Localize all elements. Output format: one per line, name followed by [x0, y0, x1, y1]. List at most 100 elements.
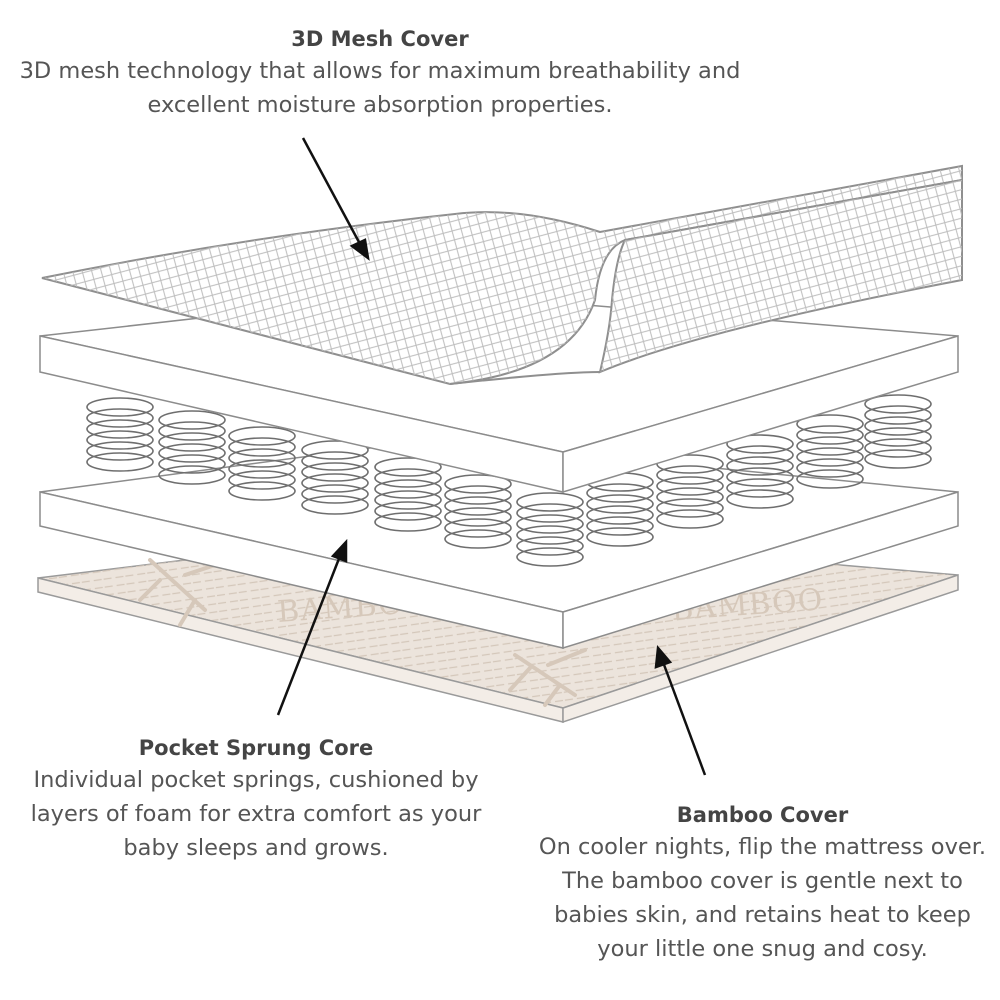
spring-turn [374, 501, 442, 521]
mesh-cover-layer [41, 164, 963, 386]
spring-turn [726, 478, 794, 498]
bamboo-arrow-line [661, 661, 707, 776]
callout-arrows [276, 137, 707, 776]
bamboo-leaf-icon [138, 558, 587, 707]
pocket-sprung-core-callout: Pocket Sprung Core Individual pocket spr… [6, 733, 506, 865]
spring-turn [516, 514, 584, 534]
spring-turn [374, 457, 442, 477]
pocket-sprung-core-title: Pocket Sprung Core [138, 736, 374, 760]
spring-turn [586, 505, 654, 525]
spring-turn [158, 454, 226, 474]
spring-turn [228, 459, 296, 479]
spring-turn [444, 529, 512, 549]
spring-turn [444, 507, 512, 527]
mesh-cover-desc-line2: excellent moisture absorption properties… [147, 92, 613, 118]
spring-coil [444, 474, 512, 549]
pocket-sprung-core-desc-line1: Individual pocket springs, cushioned by [33, 767, 479, 793]
spring-coil [864, 394, 932, 469]
spring-turn [301, 451, 369, 471]
spring-turn [726, 445, 794, 465]
spring-turn [86, 419, 154, 439]
spring-turn [444, 485, 512, 505]
spring-coil [301, 440, 369, 515]
spring-turn [301, 462, 369, 482]
spring-turn [158, 410, 226, 430]
spring-coil [158, 410, 226, 485]
spring-turn [516, 492, 584, 512]
spring-turn [86, 408, 154, 428]
core-arrow-line [276, 555, 342, 716]
spring-turn [516, 547, 584, 567]
spring-turn [228, 448, 296, 468]
spring-turn [864, 394, 932, 414]
bamboo-cover-desc-line1: On cooler nights, flip the mattress over… [538, 834, 987, 860]
spring-turn [374, 479, 442, 499]
spring-turn [796, 458, 864, 478]
spring-turn [726, 456, 794, 476]
spring-turn [301, 484, 369, 504]
spring-turn [301, 495, 369, 515]
spring-coil [516, 492, 584, 567]
upper-foam-edge-right [562, 334, 959, 494]
spring-turn [864, 405, 932, 425]
spring-coil [726, 434, 794, 509]
spring-turn [796, 447, 864, 467]
bamboo-cover-desc-line4: your little one snug and cosy. [597, 936, 928, 962]
spring-coil [228, 426, 296, 501]
mesh-cover-underside-pattern [600, 180, 962, 372]
spring-turn [726, 434, 794, 454]
spring-turn [228, 470, 296, 490]
spring-coil [796, 414, 864, 489]
core-arrow-head [330, 538, 348, 563]
bamboo-cover-callout: Bamboo Cover On cooler nights, flip the … [525, 800, 1000, 966]
spring-turn [586, 527, 654, 547]
spring-turn [374, 468, 442, 488]
mesh-arrow-line [301, 137, 362, 245]
bamboo-arrow-head [654, 644, 673, 669]
spring-turn [864, 449, 932, 469]
bamboo-cover-edge-right [562, 573, 959, 724]
spring-turn [374, 490, 442, 510]
spring-turn [444, 474, 512, 494]
spring-turn [864, 438, 932, 458]
spring-turn [158, 465, 226, 485]
bamboo-cover-desc-line3: babies skin, and retains heat to keep [554, 902, 971, 928]
spring-turn [796, 425, 864, 445]
spring-turn [444, 496, 512, 516]
pocket-sprung-core-desc-line3: baby sleeps and grows. [123, 835, 389, 861]
mesh-arrow-head [349, 238, 370, 261]
spring-turn [796, 414, 864, 434]
spring-coil [656, 454, 724, 529]
spring-turn [228, 426, 296, 446]
mesh-cover-title: 3D Mesh Cover [291, 27, 469, 51]
spring-turn [656, 487, 724, 507]
bamboo-cover-desc-line2: The bamboo cover is gentle next to [562, 868, 963, 894]
spring-turn [726, 489, 794, 509]
bamboo-cover-title: Bamboo Cover [676, 803, 849, 827]
spring-turn [86, 452, 154, 472]
spring-turn [86, 397, 154, 417]
spring-coil [86, 397, 154, 472]
lower-foam-edge-right [562, 490, 959, 650]
spring-turn [158, 432, 226, 452]
spring-turn [656, 509, 724, 529]
spring-turn [796, 469, 864, 489]
spring-turn [516, 536, 584, 556]
spring-turn [586, 516, 654, 536]
pocket-sprung-core-desc-line2: layers of foam for extra comfort as your [30, 801, 482, 827]
spring-turn [86, 430, 154, 450]
spring-turn [726, 467, 794, 487]
spring-turn [864, 416, 932, 436]
spring-turn [656, 476, 724, 496]
spring-turn [516, 525, 584, 545]
spring-turn [656, 465, 724, 485]
spring-turn [374, 512, 442, 532]
spring-turn [864, 427, 932, 447]
spring-turn [656, 498, 724, 518]
spring-turn [586, 494, 654, 514]
spring-turn [158, 443, 226, 463]
spring-turn [444, 518, 512, 538]
pocket-springs [86, 394, 932, 567]
